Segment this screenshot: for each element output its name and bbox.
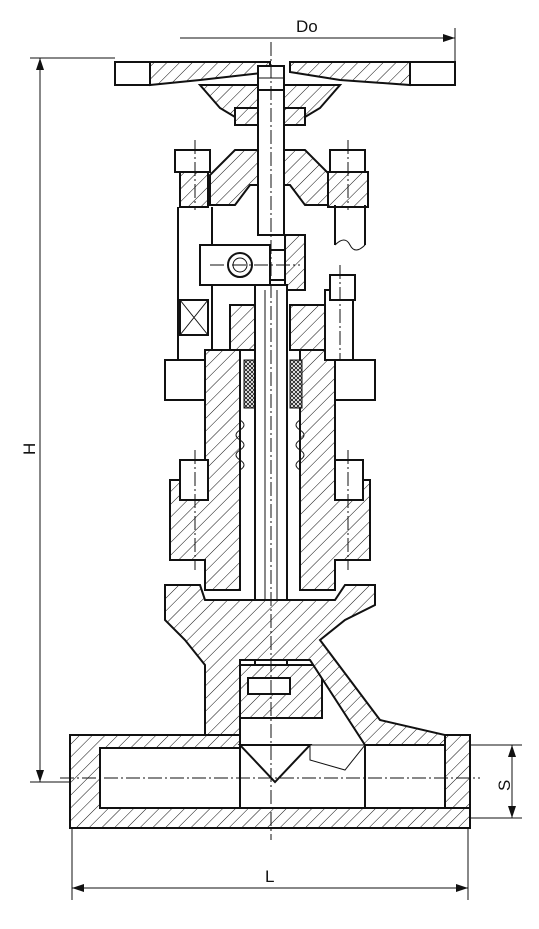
s-label: S (495, 780, 514, 791)
do-dimension: Do (180, 17, 456, 62)
do-label: Do (296, 17, 318, 36)
bonnet (164, 274, 376, 591)
centerlines (60, 42, 480, 840)
l-label: L (265, 867, 274, 886)
l-dimension: L (71, 822, 469, 900)
h-label: H (20, 443, 39, 455)
stem-nut (199, 234, 306, 291)
